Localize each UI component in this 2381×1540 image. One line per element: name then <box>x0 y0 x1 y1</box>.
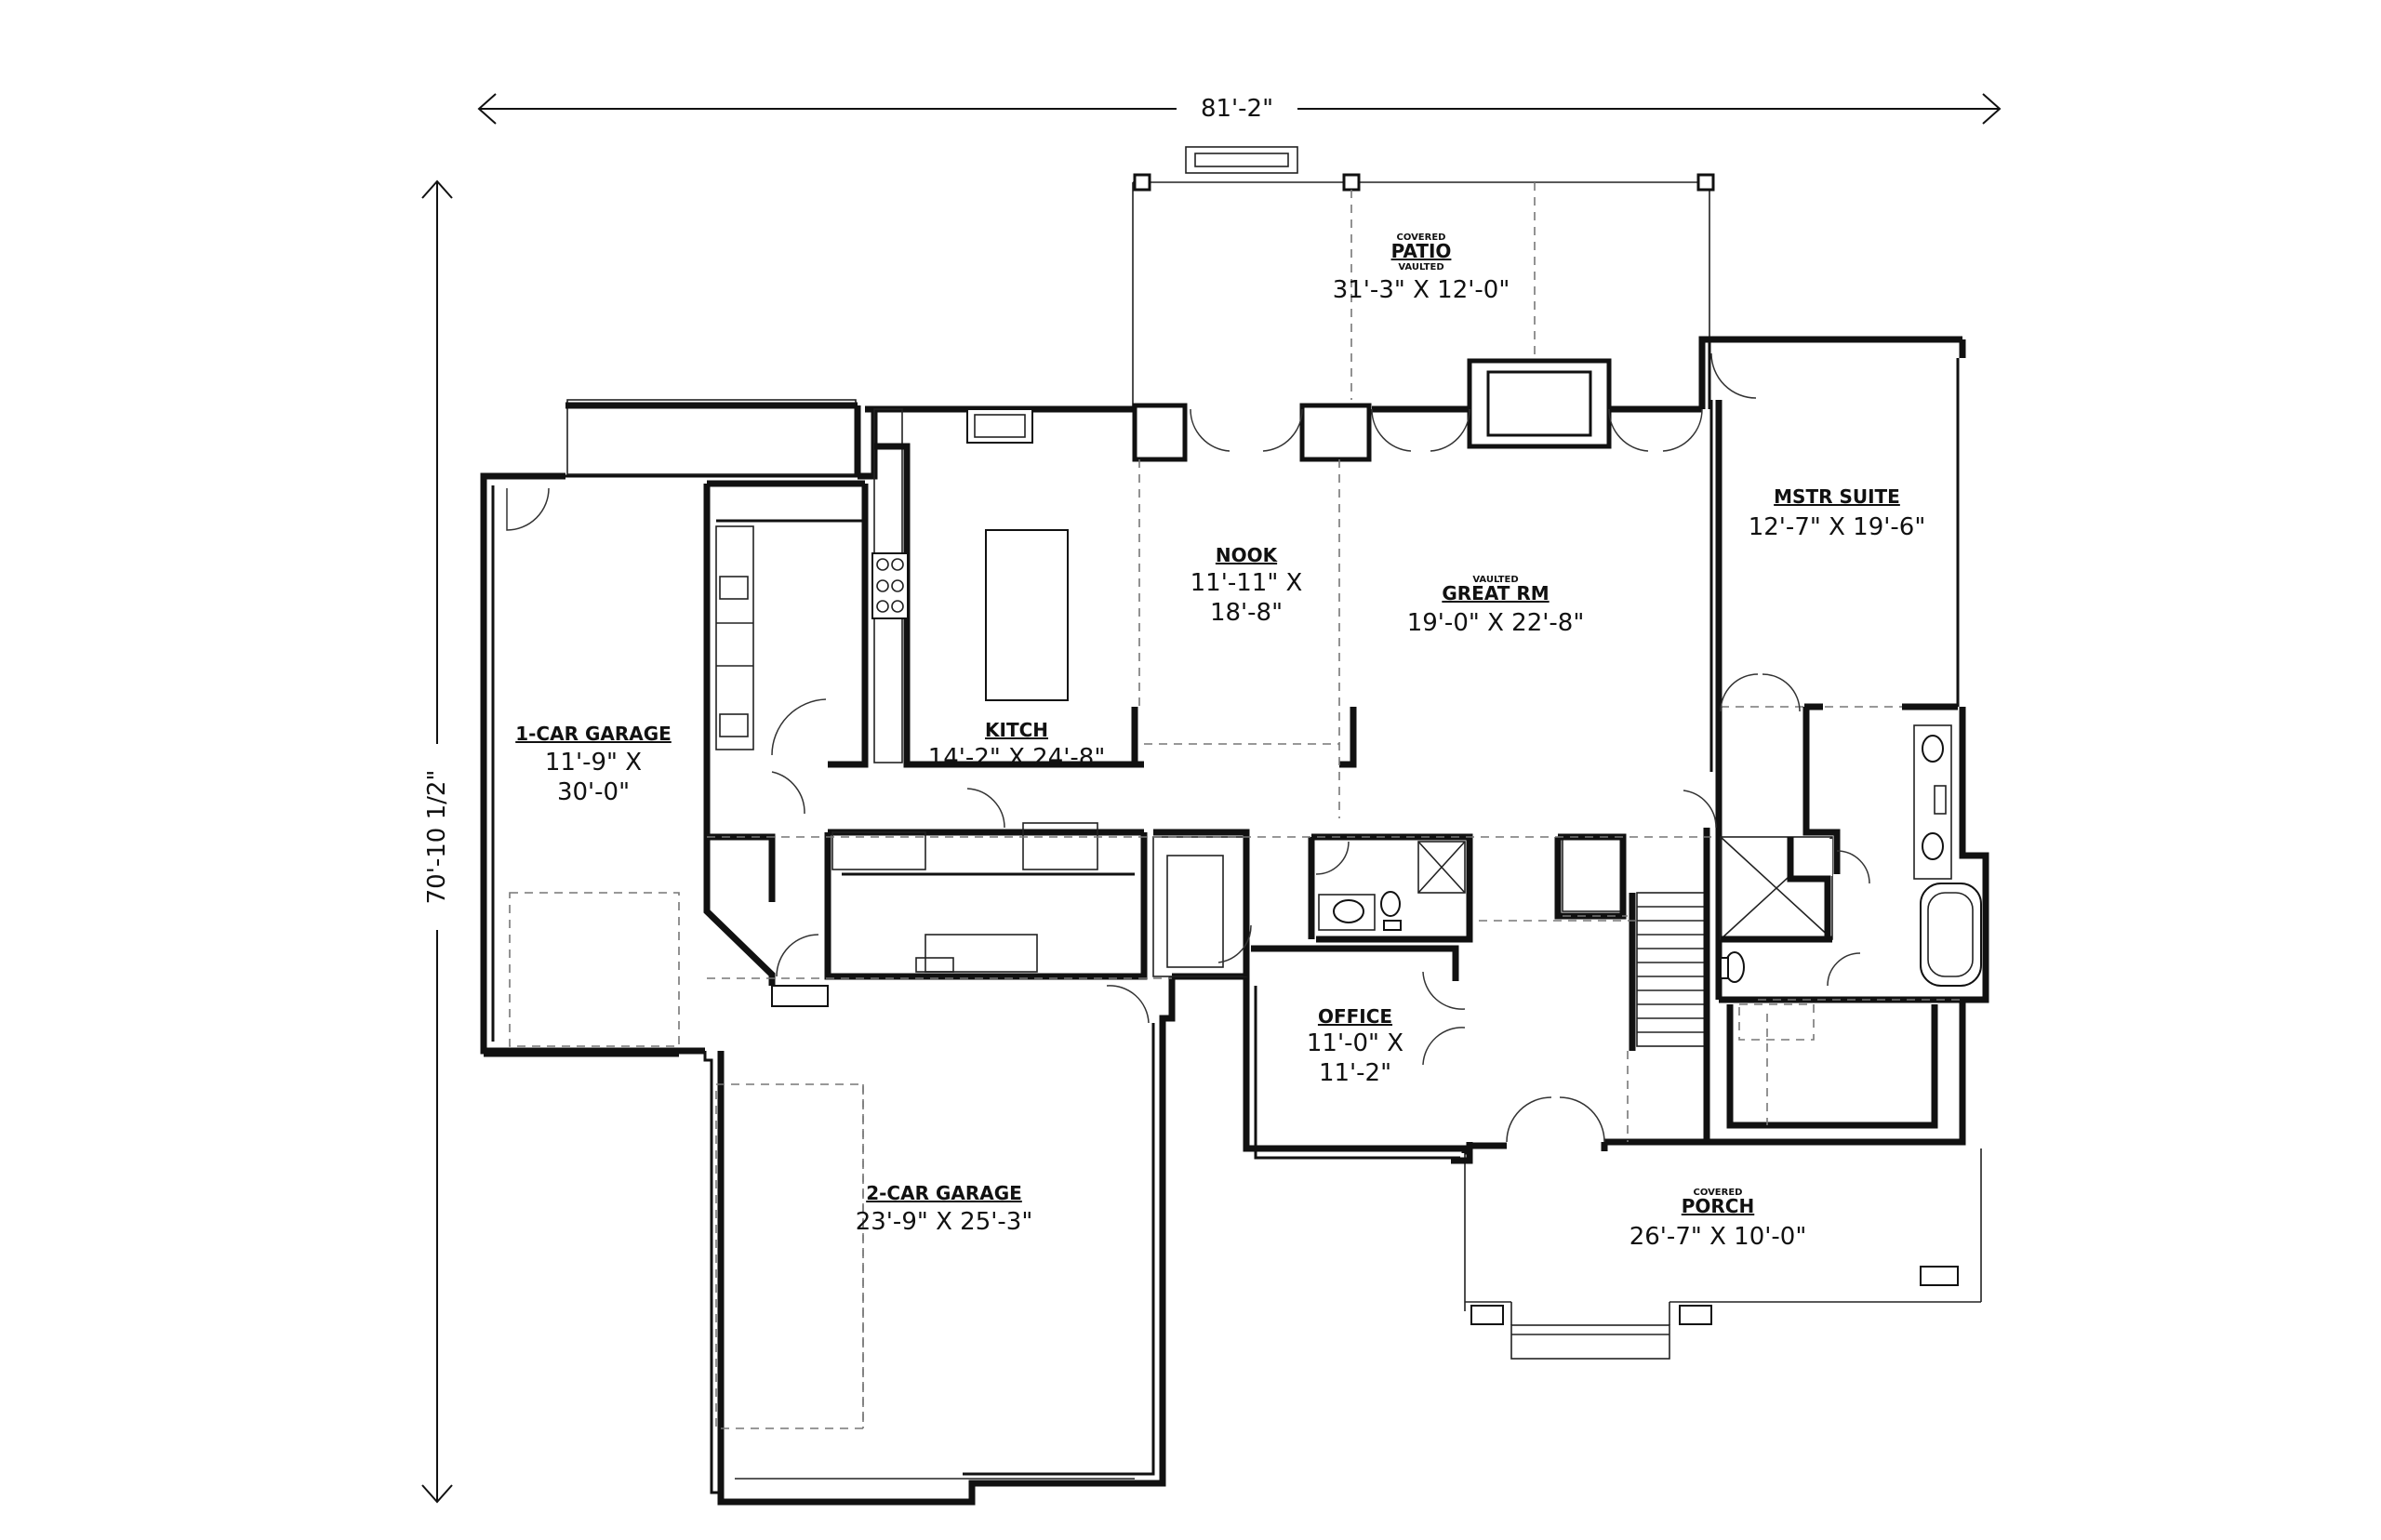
room-mstr-suite: MSTR SUITE 12'-7" X 19'-6" <box>1749 485 1926 541</box>
room-patio: COVERED PATIO VAULTED 31'-3" X 12'-0" <box>1333 232 1510 304</box>
patio-name: PATIO <box>1391 240 1452 262</box>
room-porch: COVERED PORCH 26'-7" X 10'-0" <box>1629 1188 1807 1251</box>
great-rm-size: 19'-0" X 22'-8" <box>1407 609 1585 637</box>
garage-1car-size-line2: 30'-0" <box>557 778 630 806</box>
garage-1car-size-line1: 11'-9" X <box>545 749 642 777</box>
office-name: OFFICE <box>1318 1005 1392 1028</box>
nook-name: NOOK <box>1216 544 1279 566</box>
patio-size: 31'-3" X 12'-0" <box>1333 276 1510 304</box>
width-dimension: 81'-2" <box>477 91 2002 125</box>
great-rm-name: GREAT RM <box>1442 582 1549 604</box>
room-office: OFFICE 11'-0" X 11'-2" <box>1307 1005 1403 1087</box>
width-dimension-label: 81'-2" <box>1201 95 1273 123</box>
depth-dimension: 70'-10 1/2" <box>419 179 456 1504</box>
porch-note-top: COVERED <box>1694 1188 1743 1198</box>
kitch-name: KITCH <box>985 719 1048 741</box>
garage-1car-name: 1-CAR GARAGE <box>515 723 672 745</box>
exterior-walls <box>480 336 1989 1506</box>
office-size-line2: 11'-2" <box>1319 1059 1391 1087</box>
patio-structure <box>1132 146 1715 409</box>
room-great-rm: VAULTED GREAT RM 19'-0" X 22'-8" <box>1407 575 1585 637</box>
office-size-line1: 11'-0" X <box>1307 1029 1403 1057</box>
room-nook: NOOK 11'-11" X 18'-8" <box>1190 544 1303 627</box>
nook-size-line1: 11'-11" X <box>1190 569 1303 597</box>
garage-2car-size: 23'-9" X 25'-3" <box>856 1208 1033 1236</box>
garage-2car-name: 2-CAR GARAGE <box>866 1182 1022 1204</box>
depth-dimension-label: 70'-10 1/2" <box>423 770 451 905</box>
porch-size: 26'-7" X 10'-0" <box>1629 1223 1807 1251</box>
mstr-suite-name: MSTR SUITE <box>1774 485 1900 508</box>
garage-door-outlines <box>509 892 1135 1480</box>
room-1car-garage: 1-CAR GARAGE 11'-9" X 30'-0" <box>515 723 672 806</box>
interior-walls <box>707 339 1982 1142</box>
patio-note-top: COVERED <box>1397 232 1446 243</box>
great-rm-note-top: VAULTED <box>1472 575 1518 585</box>
room-2car-garage: 2-CAR GARAGE 23'-9" X 25'-3" <box>856 1182 1033 1236</box>
patio-note-bottom: VAULTED <box>1398 262 1443 272</box>
room-kitch: KITCH 14'-2" X 24'-8" <box>928 719 1106 772</box>
nook-size-line2: 18'-8" <box>1210 599 1283 627</box>
mstr-suite-size: 12'-7" X 19'-6" <box>1749 513 1926 541</box>
porch-name: PORCH <box>1682 1195 1754 1217</box>
doors <box>506 352 1870 1143</box>
kitch-size: 14'-2" X 24'-8" <box>928 744 1106 772</box>
